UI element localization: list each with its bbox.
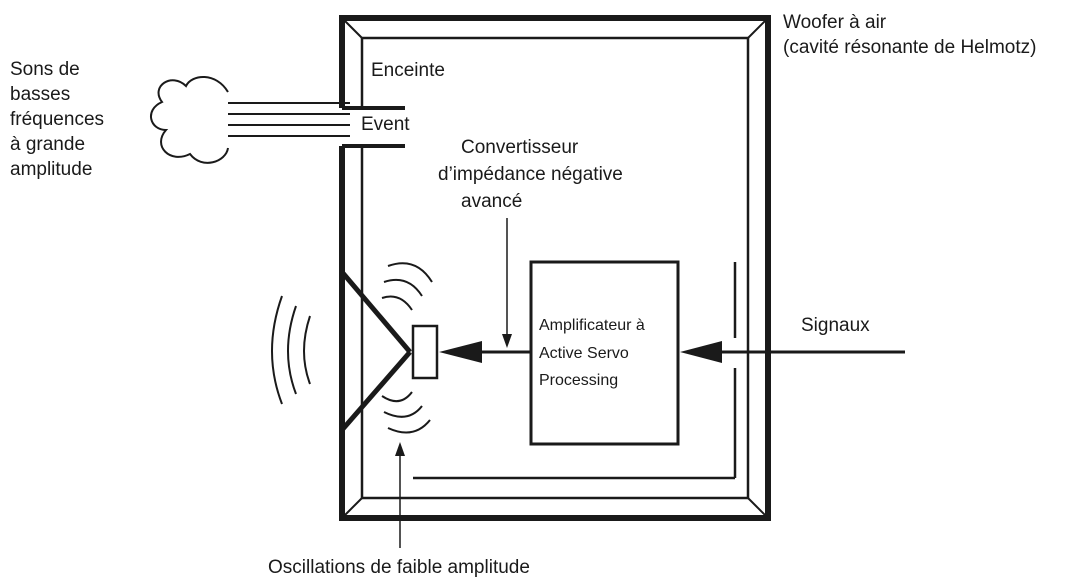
enclosure-inner-wall [360,36,750,500]
label-sons-line1: Sons de [10,59,80,80]
corner-bevel-tr [747,17,769,39]
arrow-amp-to-speaker-head [439,341,482,363]
label-enceinte: Enceinte [371,60,445,81]
inner-duct [413,262,737,480]
label-event: Event [361,114,410,135]
label-converter-line2: d’impédance négative [438,164,623,185]
sound-cloud-icon [150,76,229,164]
label-oscillations: Oscillations de faible amplitude [268,557,530,578]
lower-wave-3 [387,419,431,434]
label-amplifier: Amplificateur à Active Servo Processing [539,317,645,389]
label-woofer-line2: (cavité résonante de Helmotz) [783,37,1036,58]
lower-wave-1 [381,391,413,403]
vent-tube [342,106,405,148]
outer-wave-2 [287,305,297,395]
label-signaux: Signaux [801,315,870,336]
label-amplifier-line1: Amplificateur à [539,317,645,334]
lower-wave-2 [383,405,423,418]
label-sons-line5: amplitude [10,159,92,180]
label-converter: Convertisseur d’impédance négative avanc… [438,137,623,212]
arrow-amp-to-speaker [439,341,531,363]
arrow-signals-head [680,341,722,363]
label-woofer-line1: Woofer à air [783,12,887,33]
upper-wave-2 [383,278,423,297]
corner-bevel-bl [341,497,363,519]
air-flow-lines [228,102,350,137]
upper-wave-1 [387,262,433,283]
speaker-cone [340,270,439,432]
arrow-oscillation-pointer [395,442,405,548]
arrow-converter-head [502,334,512,348]
corner-bevel-tl [341,17,363,39]
inner-sound-waves-upper [381,262,433,311]
outer-sound-waves [271,295,311,405]
label-sons-line4: à grande [10,134,85,155]
arrow-oscillation-head [395,442,405,456]
inner-sound-waves-lower [381,391,431,434]
cone-upper-edge [340,270,412,354]
arrow-converter-pointer [502,218,512,348]
arrow-signals-to-amp [680,341,905,363]
label-amplifier-line3: Processing [539,372,618,389]
label-sons-line3: fréquences [10,109,104,130]
label-sons-basses: Sons de basses fréquences à grande ampli… [10,59,104,180]
corner-bevel-br [747,497,769,519]
label-converter-line3: avancé [461,191,522,212]
label-amplifier-line2: Active Servo [539,345,629,362]
amplifier-box [529,260,680,446]
upper-wave-3 [381,295,413,311]
outer-wave-1 [271,295,283,405]
cone-lower-edge [340,350,412,432]
enclosure-outer-wall [339,15,771,521]
label-sons-line2: basses [10,84,70,105]
enclosure [339,15,771,521]
voice-coil-magnet [411,324,439,380]
label-converter-line1: Convertisseur [461,137,579,158]
outer-wave-3 [303,315,311,385]
label-woofer: Woofer à air (cavité résonante de Helmot… [783,12,1036,58]
